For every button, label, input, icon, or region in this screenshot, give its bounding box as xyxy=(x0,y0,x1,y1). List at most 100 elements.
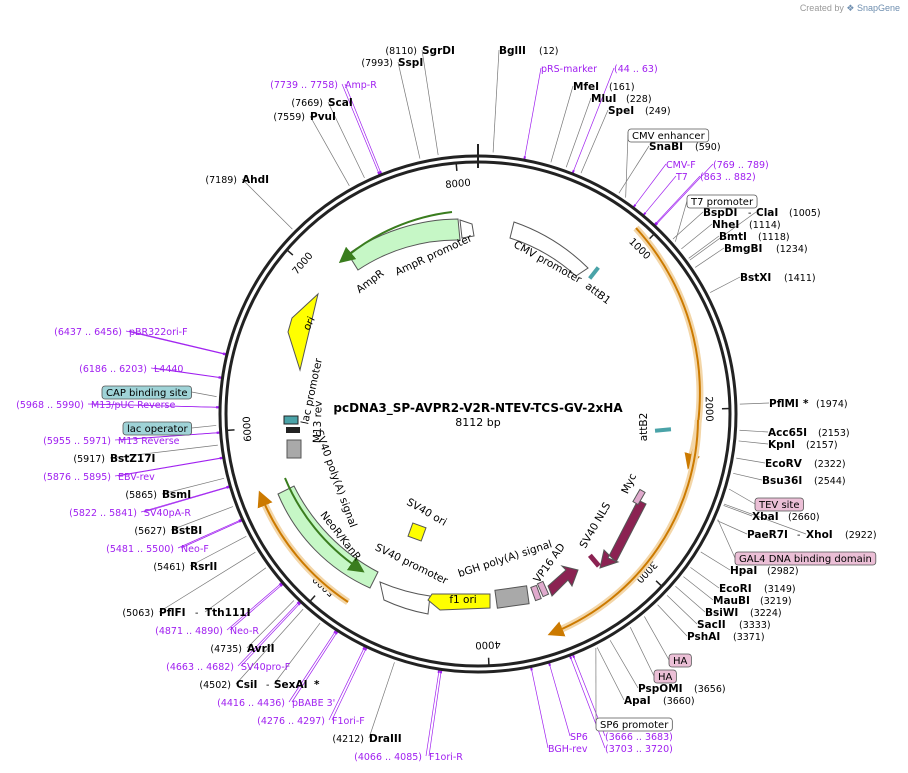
leader-line xyxy=(645,175,677,213)
leader-line xyxy=(700,551,731,571)
site-position: (5461) xyxy=(153,562,185,573)
feature-box: lac operator xyxy=(122,421,192,436)
leader-line xyxy=(635,163,667,205)
site-name: KpnI xyxy=(768,439,795,451)
site-name: BstBI xyxy=(171,525,202,537)
primer-label: SP6 xyxy=(570,732,588,743)
leader-lines xyxy=(87,49,807,757)
site-name: Bsu36I xyxy=(762,475,802,487)
site-name: SgrDI xyxy=(422,45,455,57)
ori-feature xyxy=(287,292,319,372)
tick-mark xyxy=(226,429,235,432)
site-position: (1005) xyxy=(789,208,821,219)
site-name: MauBI xyxy=(713,595,750,607)
leader-line xyxy=(723,503,807,535)
primer-label: CMV-F xyxy=(666,160,696,171)
leader-line xyxy=(710,276,741,293)
primer-label: (6437 .. 6456) xyxy=(54,327,122,338)
feature-name-label: SV40 promoter xyxy=(373,542,450,588)
primer-label: L4440 xyxy=(154,364,183,375)
site-position: (1411) xyxy=(784,273,816,284)
site-position: (1234) xyxy=(776,244,808,255)
site-position: (8110) xyxy=(385,46,417,57)
leader-line xyxy=(657,604,688,637)
neor-green-arrow xyxy=(284,477,365,573)
feature-box-frame xyxy=(122,421,192,436)
feature-name-label: SV40 ori xyxy=(404,496,448,529)
vp16-ad-feature xyxy=(547,565,579,597)
leader-line xyxy=(565,97,592,168)
orange-arc-lower-right-line xyxy=(547,419,699,637)
leader-line xyxy=(109,444,218,459)
ampr-green-arrow xyxy=(338,211,453,264)
site-position: (5865) xyxy=(125,490,157,501)
primer-label: (4066 .. 4085) xyxy=(354,752,422,763)
sv40-promoter-feature xyxy=(379,581,431,615)
feature-box: TEV site xyxy=(754,497,804,512)
site-position: (3371) xyxy=(733,632,765,643)
feature-box-label: SP6 promoter xyxy=(600,720,669,731)
feature-name-label: M13 rev xyxy=(311,400,324,443)
leader-line xyxy=(629,627,655,677)
site-name: SspI xyxy=(398,57,423,69)
bgh-polya-feature xyxy=(494,585,530,609)
primer-label: (863 .. 882) xyxy=(700,172,756,183)
leader-line xyxy=(596,647,625,701)
leader-line xyxy=(675,200,688,242)
site-name: XhoI xyxy=(806,529,833,541)
primer-label: EBV-rev xyxy=(118,472,155,483)
feature-box: HA xyxy=(668,653,692,668)
primer-label: (4276 .. 4297) xyxy=(257,716,325,727)
leader-line xyxy=(189,535,247,567)
feature-box-label: CMV enhancer xyxy=(632,131,706,142)
leader-line xyxy=(158,551,256,613)
primer-label: (44 .. 63) xyxy=(614,64,658,75)
site-name: PvuI xyxy=(310,111,336,123)
site-name: DraIII xyxy=(369,733,402,745)
tick-label: 8000 xyxy=(445,178,471,191)
site-name: EcoRI xyxy=(719,583,752,595)
primer-label: SV40pro-F xyxy=(241,662,290,673)
sv40-ori-feature xyxy=(407,522,427,542)
site-name: HpaI xyxy=(730,565,757,577)
feature-box-label: GAL4 DNA binding domain xyxy=(739,554,872,565)
primer-label: (5955 .. 5971) xyxy=(43,436,111,447)
site-position: (4502) xyxy=(199,680,231,691)
snapgene-credit: Created by ❖ SnapGene xyxy=(800,3,900,14)
leader-line xyxy=(739,429,769,433)
leader-line xyxy=(114,457,220,477)
feature-box-label: HA xyxy=(658,672,673,683)
site-name: EcoRV xyxy=(765,458,803,470)
feature-name-label: attB1 xyxy=(583,280,613,307)
leader-line xyxy=(177,520,239,549)
site-name: Acc65I xyxy=(768,427,807,439)
primer-label: M13 Reverse xyxy=(118,436,180,447)
leader-line xyxy=(273,622,321,685)
leader-line xyxy=(246,600,295,649)
tick-label: 7000 xyxy=(291,251,316,277)
ampr-promoter-arrow xyxy=(459,219,475,239)
leader-line xyxy=(180,521,240,549)
site-name: NheI xyxy=(712,219,739,231)
leader-line xyxy=(492,49,500,153)
leader-line xyxy=(739,402,770,405)
leader-line xyxy=(657,163,714,224)
feature-box-label: HA xyxy=(673,656,688,667)
leader-line xyxy=(153,367,219,378)
primer-label: Amp-R xyxy=(345,80,377,91)
primer-label: F1ori-R xyxy=(429,752,463,763)
m13-marker xyxy=(286,427,300,433)
leader-line xyxy=(237,603,298,667)
site-name: CsiI xyxy=(236,679,257,691)
leader-line xyxy=(644,616,670,661)
site-name: XbaI xyxy=(752,511,779,523)
attb2-marker xyxy=(654,427,672,433)
feature-name-label: SV40 NLS xyxy=(577,500,613,550)
site-name: SpeI xyxy=(608,105,634,117)
site-position: (3149) xyxy=(764,584,796,595)
leader-line xyxy=(226,584,280,631)
site-position: (161) xyxy=(609,82,635,93)
site-name: ClaI xyxy=(756,207,778,219)
site-name: BsmI xyxy=(162,489,191,501)
site-position: - xyxy=(748,208,751,219)
